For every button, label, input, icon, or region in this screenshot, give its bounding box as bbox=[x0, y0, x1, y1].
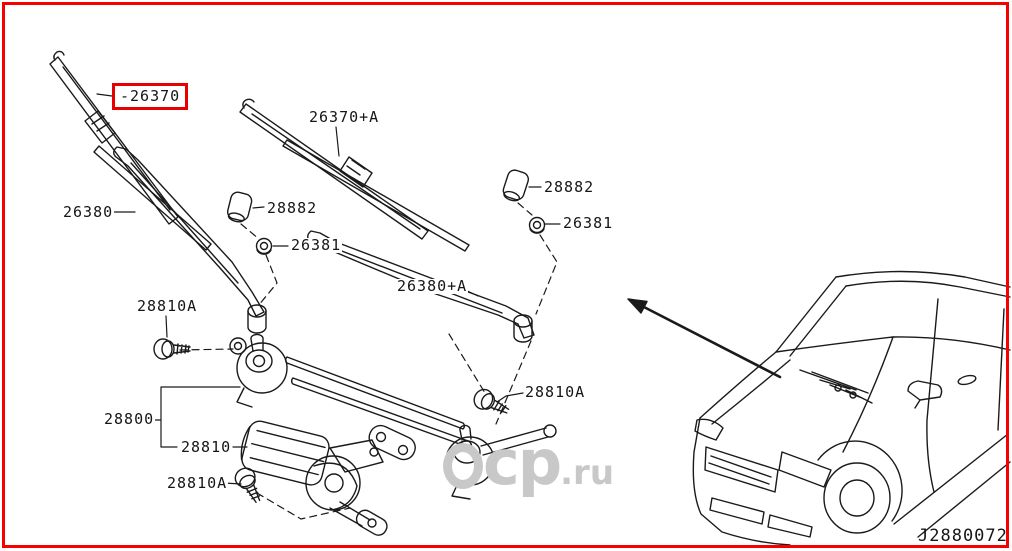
watermark-domain: .ru bbox=[560, 453, 615, 493]
diagram-code: J2880072 bbox=[918, 526, 1008, 546]
part-label-26370-highlighted[interactable]: -26370 bbox=[112, 83, 189, 110]
watermark: cp.ru bbox=[443, 426, 615, 499]
bolt-upper-drawing bbox=[153, 338, 191, 360]
part-label-28810A-lower[interactable]: 28810A bbox=[166, 474, 229, 492]
part-label-28810A-right[interactable]: 28810A bbox=[524, 383, 587, 401]
part-label-26381-left[interactable]: 26381 bbox=[290, 236, 343, 254]
part-label-28810A-upper[interactable]: 28810A bbox=[136, 297, 199, 315]
part-label-26381-right[interactable]: 26381 bbox=[562, 214, 615, 232]
part-label-28882-left[interactable]: 28882 bbox=[266, 199, 319, 217]
part-label-26380[interactable]: 26380 bbox=[62, 203, 115, 221]
pivot-nut-right-drawing bbox=[528, 216, 546, 234]
part-label-28882-right[interactable]: 28882 bbox=[543, 178, 596, 196]
direction-arrow bbox=[627, 298, 782, 379]
pivot-nut-left-drawing bbox=[255, 237, 273, 255]
part-label-26370A[interactable]: 26370+A bbox=[308, 108, 381, 126]
car-illustration bbox=[692, 270, 1011, 546]
wiper-motor-drawing bbox=[240, 420, 388, 536]
assembly-dashed-lines bbox=[179, 202, 558, 520]
bolt-lower-drawing bbox=[234, 467, 261, 503]
part-label-28800[interactable]: 28800 bbox=[103, 410, 156, 428]
part-label-28810[interactable]: 28810 bbox=[180, 438, 233, 456]
part-label-26380A[interactable]: 26380+A bbox=[396, 277, 469, 295]
wiper-blade-passenger-drawing bbox=[239, 98, 470, 252]
wiper-arm-driver-drawing bbox=[113, 146, 267, 334]
pivot-cap-right-drawing bbox=[502, 169, 530, 202]
pivot-cap-left-drawing bbox=[226, 191, 253, 223]
ring-icon bbox=[443, 443, 483, 489]
bolt-right-drawing bbox=[473, 388, 510, 414]
wiper-blade-driver-drawing bbox=[49, 50, 212, 251]
watermark-text: cp bbox=[483, 426, 562, 499]
